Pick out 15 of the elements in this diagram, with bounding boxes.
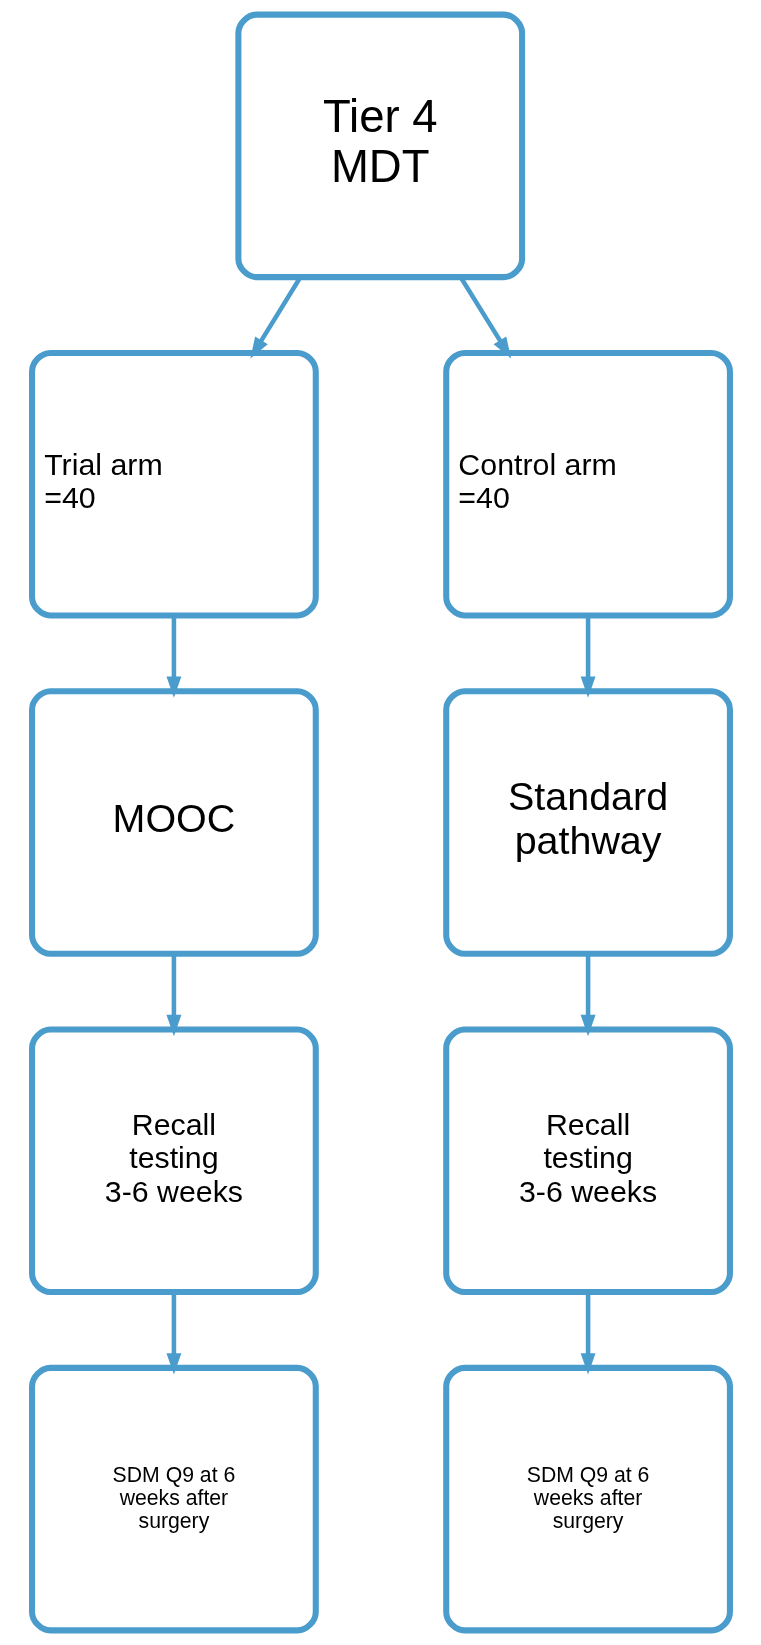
node-box: Control arm =40 (442, 349, 733, 619)
arrow (580, 1292, 596, 1375)
arrow (165, 954, 181, 1037)
arrow (165, 1292, 181, 1375)
node-box: MOOC (28, 688, 319, 957)
arrow (580, 615, 596, 698)
node-box: Recall testing 3-6 weeks (442, 1026, 733, 1296)
node-box: SDM Q9 at 6 weeks after surgery (442, 1364, 733, 1634)
node-box: Tier 4 MDT (234, 11, 525, 281)
arrow (165, 615, 181, 698)
node-box: Standard pathway (442, 688, 733, 957)
node-box: Recall testing 3-6 weeks (28, 1026, 319, 1296)
node-box: SDM Q9 at 6 weeks after surgery (28, 1364, 319, 1634)
node-box: Trial arm =40 (28, 349, 319, 619)
arrow (580, 954, 596, 1037)
